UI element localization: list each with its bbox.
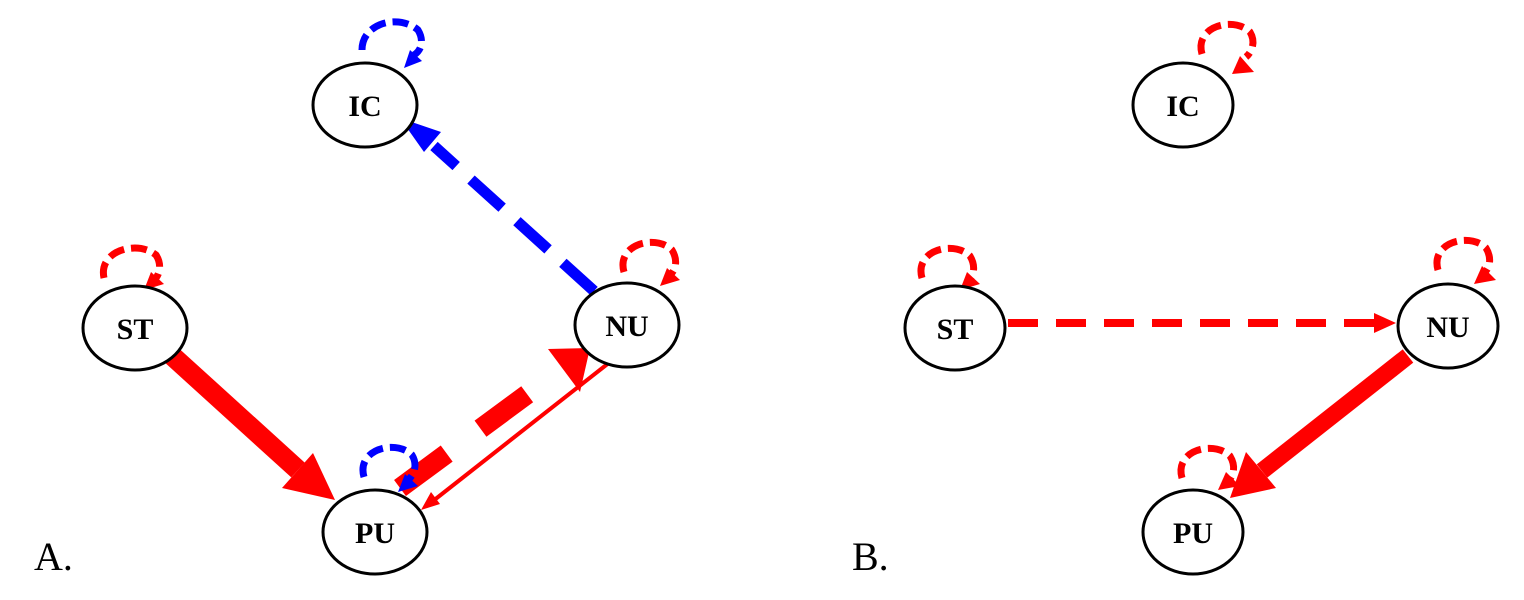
edge-st-to-pu	[161, 344, 335, 500]
node-st-label: ST	[117, 313, 154, 346]
self-loop-nu-b	[1433, 236, 1496, 284]
node-pu-b: PU	[1141, 488, 1245, 576]
panel-b-label: B.	[852, 534, 889, 579]
panel-a: IC ST NU PU A.	[34, 18, 681, 579]
self-loop-st-b	[917, 244, 980, 290]
edge-pu-to-nu	[394, 348, 590, 497]
edge-nu-to-pu-b	[1230, 349, 1414, 498]
node-nu-label: NU	[605, 310, 648, 343]
node-st-b-label: ST	[937, 313, 974, 346]
node-ic: IC	[311, 61, 419, 149]
edge-st-to-nu	[1008, 313, 1396, 333]
self-loop-pu	[359, 443, 419, 492]
self-loop-ic	[358, 18, 425, 68]
self-loop-st	[100, 244, 164, 290]
node-ic-label: IC	[348, 90, 381, 123]
node-st-b: ST	[903, 284, 1007, 372]
node-nu-b: NU	[1396, 282, 1500, 370]
node-ic-b-label: IC	[1166, 90, 1199, 123]
node-pu: PU	[321, 488, 429, 576]
self-loop-pu-b	[1177, 444, 1240, 490]
edge-nu-to-ic	[400, 118, 598, 296]
node-nu: NU	[573, 281, 681, 369]
panel-a-label: A.	[34, 534, 73, 579]
self-loop-nu	[619, 238, 680, 286]
node-ic-b: IC	[1131, 61, 1235, 149]
panel-b: IC ST NU PU B.	[852, 20, 1500, 579]
node-pu-b-label: PU	[1173, 517, 1213, 550]
node-nu-b-label: NU	[1426, 311, 1469, 344]
self-loop-ic-b	[1197, 20, 1257, 74]
edge-nu-to-pu	[421, 360, 612, 510]
node-pu-label: PU	[355, 517, 395, 550]
node-st: ST	[81, 284, 189, 372]
